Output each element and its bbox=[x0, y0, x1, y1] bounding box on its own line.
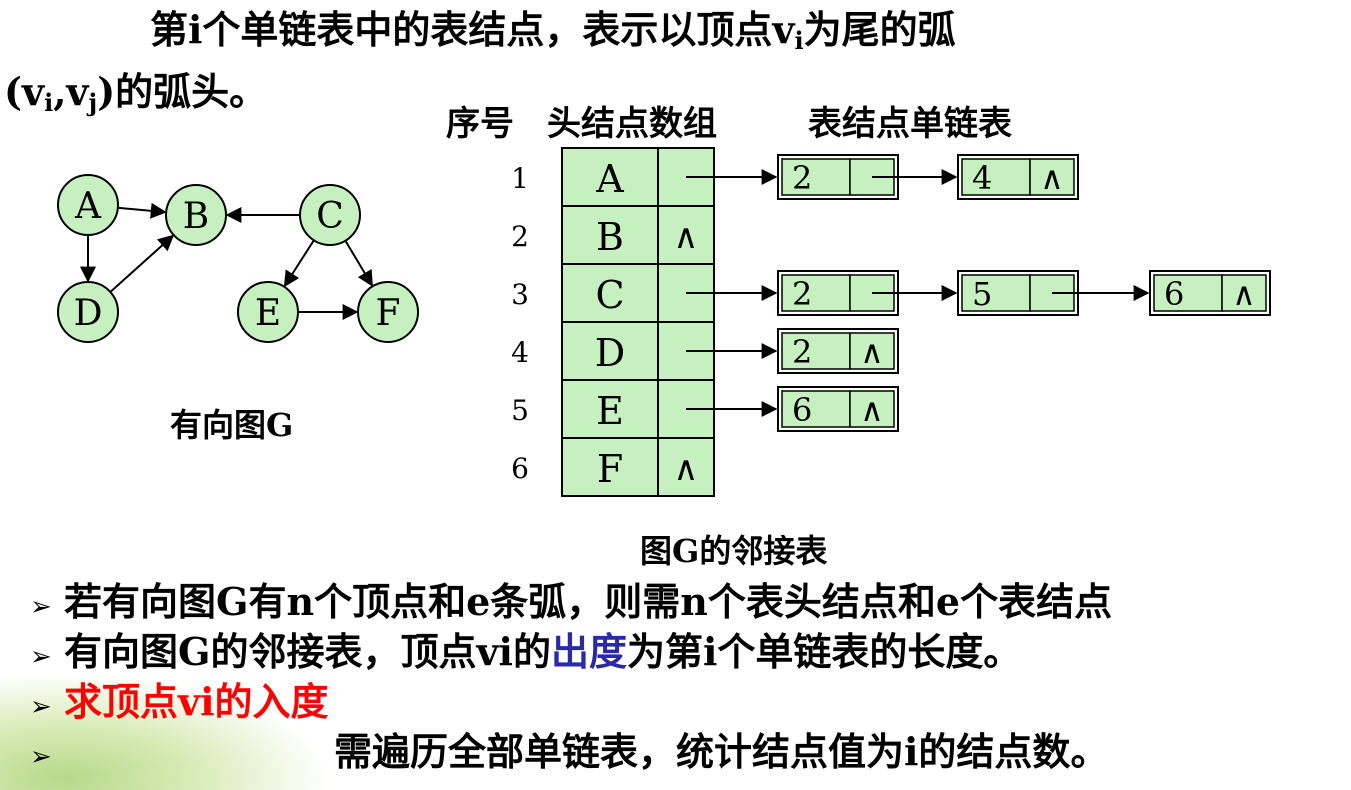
bullet-3: ➢ 求顶点vi的入度 bbox=[30, 680, 329, 729]
graph-caption: 有向图G bbox=[170, 406, 294, 444]
graph-edge-A-B bbox=[117, 202, 167, 219]
graph-node-C bbox=[299, 184, 361, 246]
null-pointer-symbol: ∧ bbox=[860, 391, 883, 429]
list-node-pointer-cell bbox=[849, 332, 895, 370]
head-vertex-cell bbox=[561, 263, 659, 323]
graph-node-label-C: C bbox=[316, 196, 344, 237]
list-node-pointer-cell bbox=[849, 390, 895, 428]
bullet-arrow-icon: ➢ bbox=[30, 642, 52, 672]
list-node-value: 6 bbox=[1164, 275, 1184, 313]
bullet-1: ➢ 若有向图G有n个顶点和e条弧，则需n个表头结点和e个表结点 bbox=[30, 580, 1112, 629]
list-node-value-cell bbox=[1153, 274, 1223, 312]
col-head-array-header: 头结点数组 bbox=[547, 104, 717, 144]
list-node-value-cell bbox=[781, 332, 851, 370]
bullet-1-text: 若有向图G有n个顶点和e条弧，则需n个表头结点和e个表结点 bbox=[64, 579, 1113, 624]
bullet-4-text: 需遍历全部单链表，统计结点值为i的结点数。 bbox=[334, 729, 1109, 774]
bullet-3-text: 求顶点vi的入度 bbox=[64, 679, 329, 724]
heading-line-1-sub: i bbox=[794, 26, 804, 55]
row-index-2: 2 bbox=[511, 220, 529, 253]
graph-node-label-A: A bbox=[74, 186, 102, 227]
row-index-1: 1 bbox=[511, 162, 529, 195]
row-index-5: 5 bbox=[511, 394, 529, 427]
list-node-pointer-cell bbox=[1029, 158, 1075, 196]
head-pointer-cell bbox=[657, 437, 715, 497]
bullet-arrow-icon: ➢ bbox=[30, 742, 52, 772]
list-node-value-cell bbox=[961, 158, 1031, 196]
list-node-frame bbox=[777, 328, 899, 374]
null-pointer-symbol: ∧ bbox=[1232, 275, 1255, 313]
list-node-value: 4 bbox=[972, 159, 992, 197]
list-node-frame bbox=[957, 154, 1079, 200]
head-vertex-label-F: F bbox=[597, 447, 623, 491]
graph-edge-C-E bbox=[283, 239, 315, 288]
graph-node-D bbox=[57, 281, 119, 343]
heading-line-2-sub-j: j bbox=[88, 88, 98, 117]
graph-node-label-B: B bbox=[183, 196, 209, 237]
null-pointer-symbol: ∧ bbox=[674, 217, 699, 257]
col-linked-list-header: 表结点单链表 bbox=[808, 104, 1012, 144]
head-pointer-cell bbox=[657, 205, 715, 265]
list-node-value: 2 bbox=[792, 275, 812, 313]
bullet-arrow-icon: ➢ bbox=[30, 692, 52, 722]
list-node-value: 6 bbox=[792, 391, 812, 429]
heading-line-2-open: (v bbox=[4, 69, 45, 114]
head-vertex-cell bbox=[561, 379, 659, 439]
head-vertex-label-C: C bbox=[595, 273, 624, 317]
list-node-value-cell bbox=[781, 158, 851, 196]
list-node-frame bbox=[1149, 270, 1271, 316]
bullet-4: ➢ 需遍历全部单链表，统计结点值为i的结点数。 bbox=[30, 730, 1108, 779]
row-index-6: 6 bbox=[511, 452, 529, 485]
graph-edge-C-F bbox=[344, 240, 373, 287]
graph-node-A bbox=[57, 174, 119, 236]
head-vertex-cell bbox=[561, 147, 659, 207]
list-node-value: 5 bbox=[972, 275, 992, 313]
row-index-3: 3 bbox=[511, 278, 529, 311]
graph-node-label-E: E bbox=[255, 293, 281, 334]
head-vertex-label-E: E bbox=[596, 389, 624, 433]
null-pointer-symbol: ∧ bbox=[674, 449, 699, 489]
col-index-header: 序号 bbox=[446, 104, 514, 144]
list-node-value-cell bbox=[781, 274, 851, 312]
graph-node-F bbox=[357, 281, 419, 343]
decorative-leaf-background bbox=[0, 672, 330, 790]
graph-node-label-D: D bbox=[74, 293, 103, 334]
head-vertex-label-A: A bbox=[595, 157, 624, 201]
null-pointer-symbol: ∧ bbox=[860, 333, 883, 371]
bullet-arrow-icon: ➢ bbox=[30, 592, 52, 622]
heading-line-2-sub-i: i bbox=[44, 88, 54, 117]
bullet-2: ➢ 有向图G的邻接表，顶点vi的出度为第i个单链表的长度。 bbox=[30, 630, 1021, 679]
list-node-frame bbox=[777, 386, 899, 432]
head-vertex-cell bbox=[561, 437, 659, 497]
row-index-4: 4 bbox=[511, 336, 529, 369]
heading-line-1-post: 为尾的弧 bbox=[803, 7, 956, 52]
heading-line-2: (vi,vj)的弧头。 bbox=[4, 70, 267, 125]
null-pointer-symbol: ∧ bbox=[1040, 159, 1063, 197]
graph-node-E bbox=[237, 281, 299, 343]
head-vertex-label-D: D bbox=[595, 331, 625, 375]
bullet-2-text-pre: 有向图G的邻接表，顶点vi的 bbox=[64, 629, 551, 674]
bullet-2-highlight: 出度 bbox=[550, 629, 627, 674]
graph-node-label-F: F bbox=[376, 293, 401, 334]
heading-line-2-comma: ,v bbox=[53, 69, 89, 114]
heading-line-2-post: )的弧头。 bbox=[97, 69, 268, 114]
head-vertex-label-B: B bbox=[596, 215, 624, 259]
bullet-2-text-post: 为第i个单链表的长度。 bbox=[627, 629, 1022, 674]
heading-line-1: 第i个单链表中的表结点，表示以顶点vi为尾的弧 bbox=[150, 8, 956, 63]
list-node-pointer-cell bbox=[1221, 274, 1267, 312]
heading-line-1-pre: 第i个单链表中的表结点，表示以顶点v bbox=[150, 7, 795, 52]
graph-node-B bbox=[165, 184, 227, 246]
list-node-value: 2 bbox=[792, 333, 812, 371]
graph-edge-D-B bbox=[109, 234, 175, 293]
adjacency-caption: 图G的邻接表 bbox=[640, 532, 828, 570]
list-node-value-cell bbox=[961, 274, 1031, 312]
list-node-value: 2 bbox=[792, 159, 812, 197]
